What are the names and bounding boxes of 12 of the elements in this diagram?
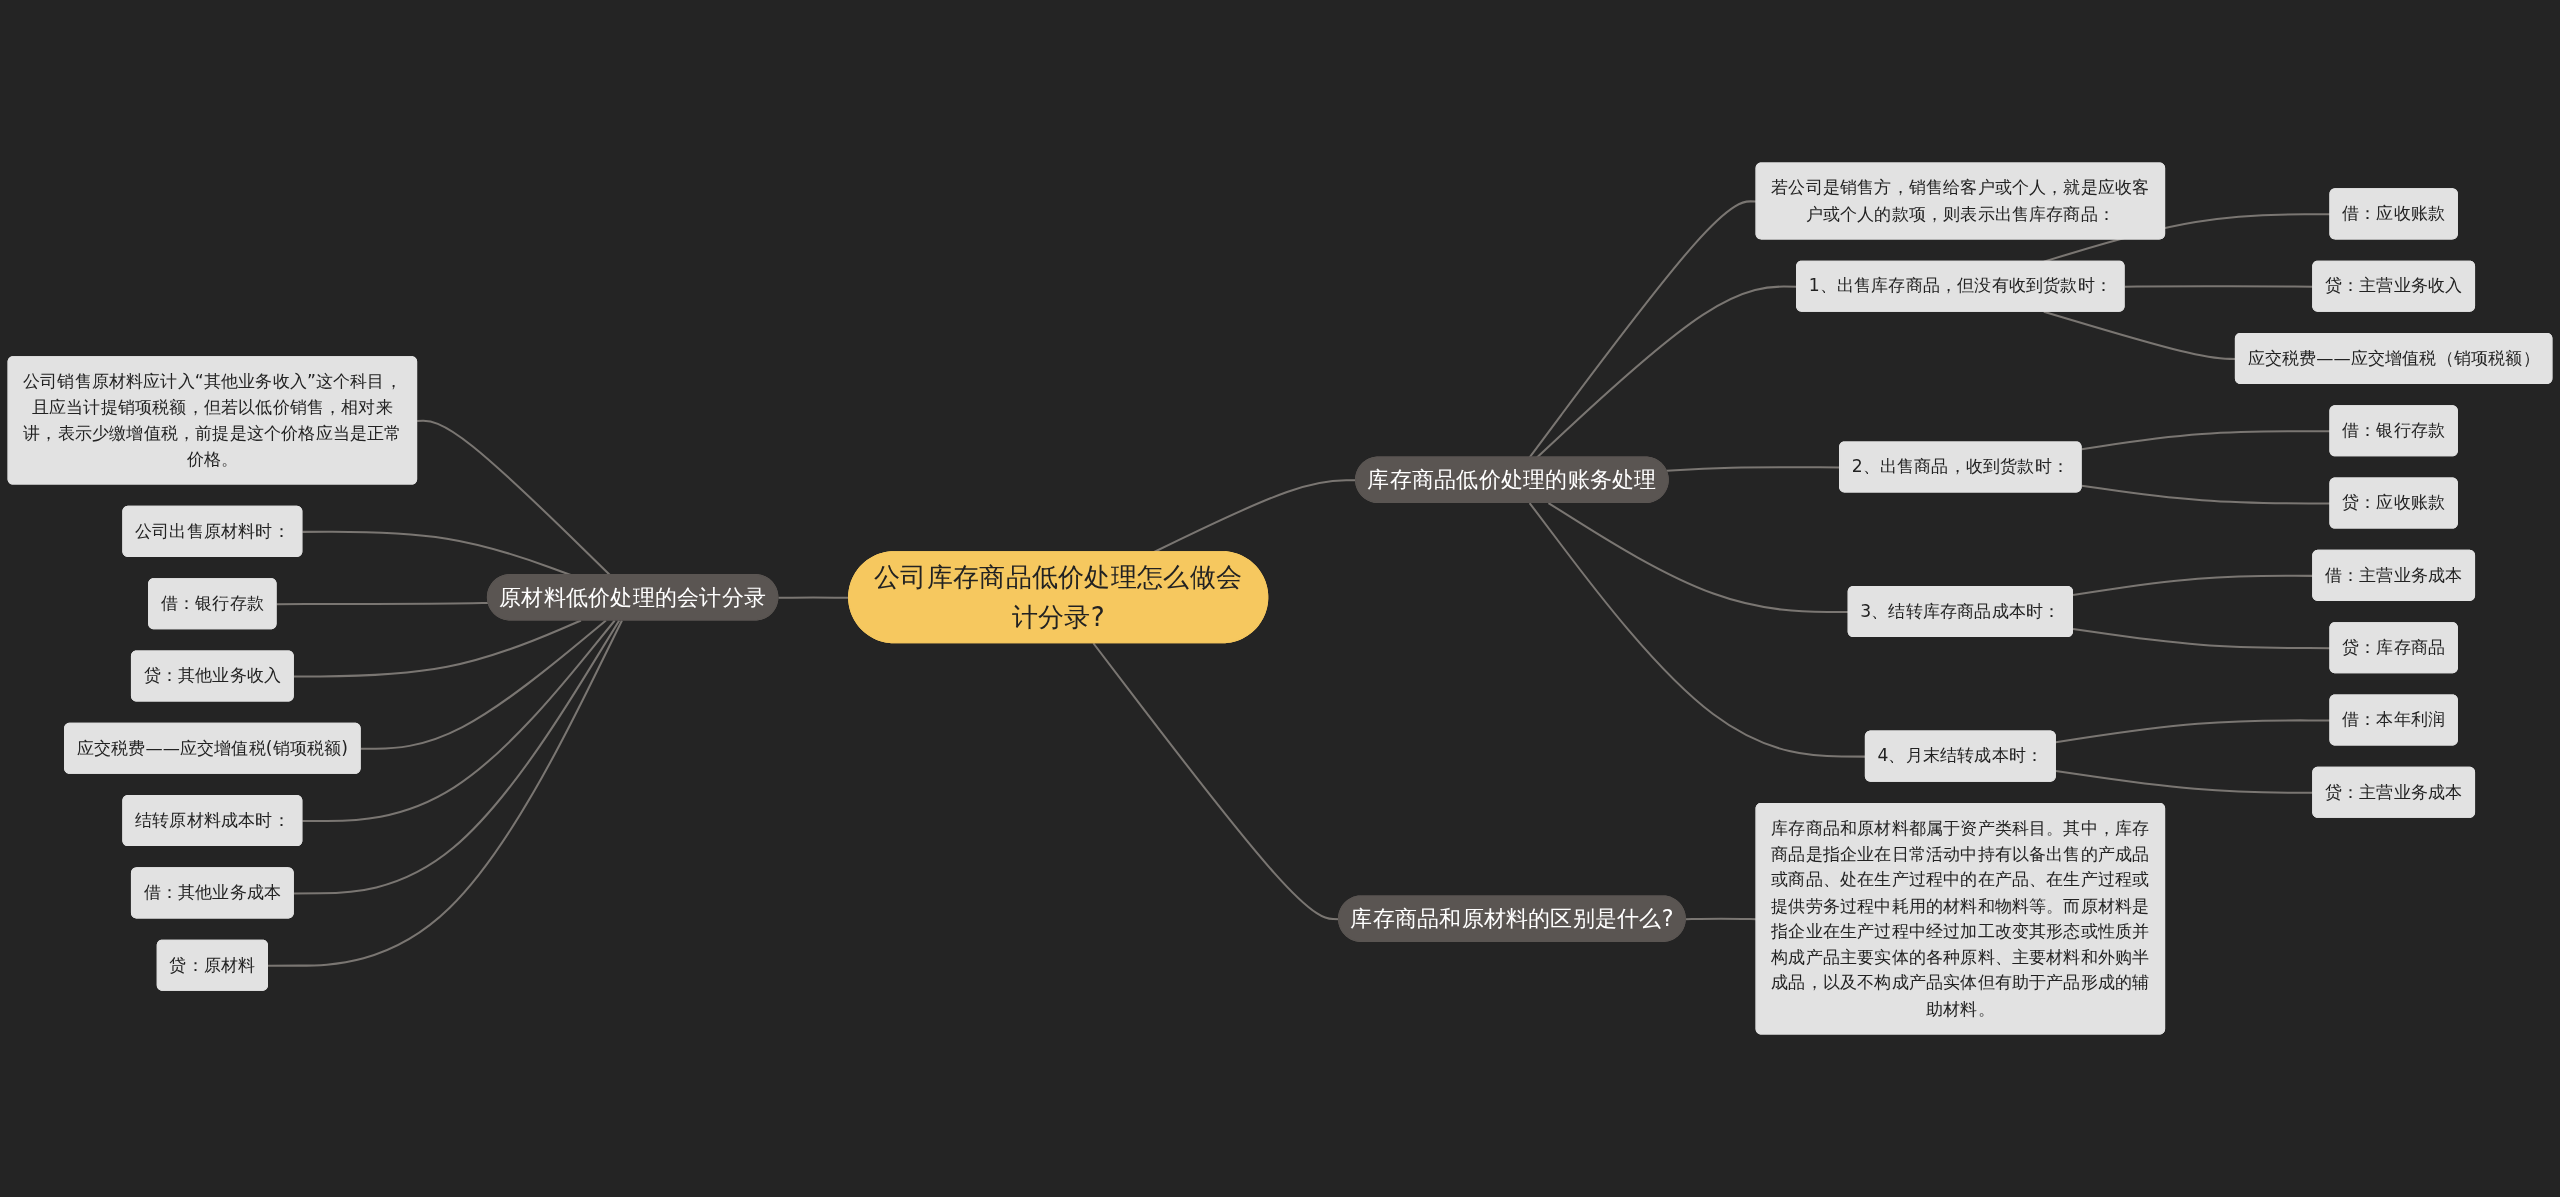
connector xyxy=(302,619,616,823)
connector xyxy=(293,619,621,895)
connector xyxy=(2043,310,2236,360)
connector xyxy=(1528,200,1757,459)
connector xyxy=(267,620,623,967)
connector xyxy=(1685,917,1757,921)
connector xyxy=(360,619,607,750)
connector xyxy=(293,619,582,678)
connector xyxy=(276,601,489,606)
connector xyxy=(1547,502,1849,614)
connector xyxy=(1528,502,1866,758)
connector xyxy=(417,419,611,576)
